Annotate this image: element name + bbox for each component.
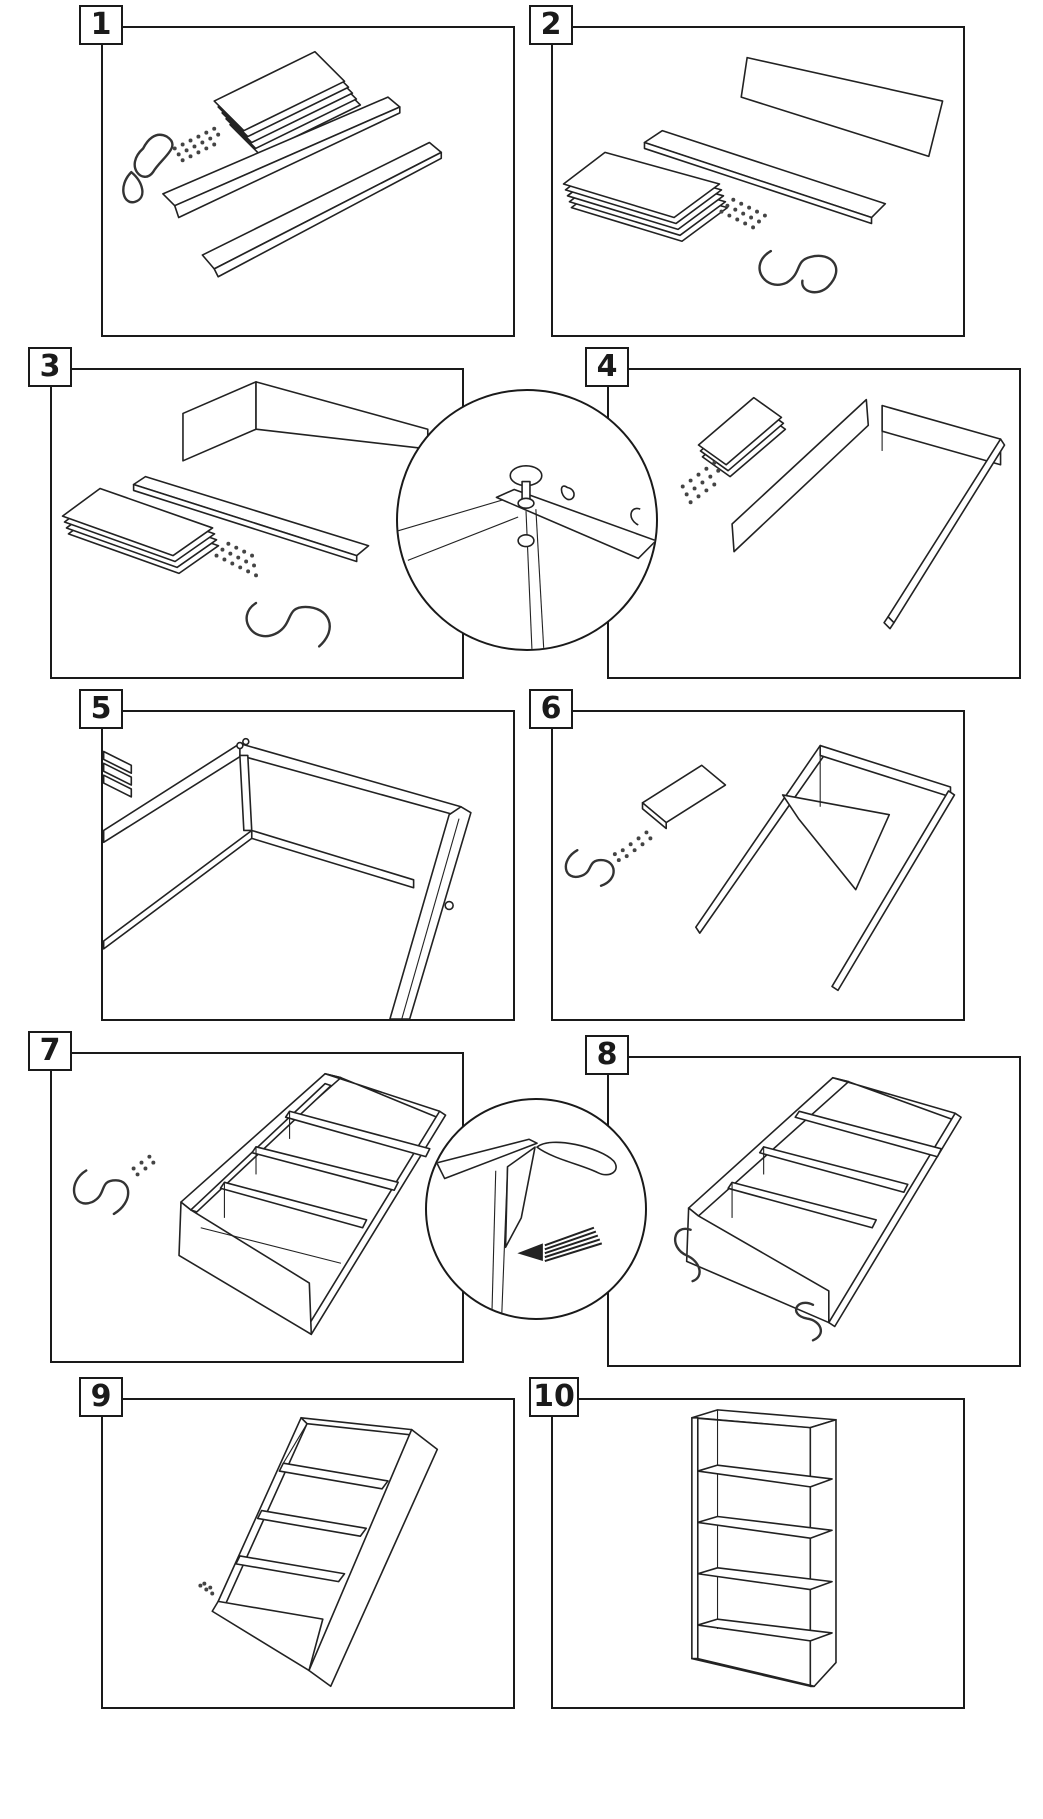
shelf-2 <box>220 1182 366 1227</box>
top-rail-back <box>240 744 461 817</box>
back-panel <box>741 58 942 157</box>
shelf-3 <box>286 1111 430 1156</box>
screw-pile <box>198 1581 215 1596</box>
screw-pile <box>680 460 721 505</box>
screw-pile <box>214 541 258 578</box>
wire-clip-left <box>675 1229 699 1281</box>
shelf-stack <box>63 488 219 573</box>
shelf-1 <box>760 1147 908 1192</box>
step-9-panel <box>101 1398 515 1709</box>
side-panel-right <box>832 791 954 990</box>
bottom-panel <box>687 1208 829 1323</box>
shelf-stack <box>214 52 360 155</box>
step-4-illustration <box>680 370 1019 677</box>
step-number-9: 9 <box>79 1377 123 1417</box>
side-panel-front <box>305 1111 445 1334</box>
end-panel <box>183 382 256 461</box>
step-10-panel <box>551 1398 965 1709</box>
corner-post <box>240 755 252 830</box>
shelf-1 <box>279 1463 388 1489</box>
step-number-1: 1 <box>79 5 123 45</box>
side-panel-left <box>696 746 824 934</box>
detail-zoom-back-panel <box>425 1098 647 1320</box>
middle-shelf <box>783 795 890 890</box>
wire-clip-right <box>796 1303 821 1341</box>
screw-pile <box>612 830 653 863</box>
step-5-illustration <box>103 712 513 1019</box>
step-number-3: 3 <box>28 347 72 387</box>
bottom-shelf <box>212 1601 323 1670</box>
bookcase-left-side <box>692 1418 698 1659</box>
step-6-illustration <box>553 712 963 1019</box>
shelf-stack <box>699 398 786 477</box>
step-5-panel <box>101 710 515 1021</box>
shelf-3 <box>236 1556 345 1582</box>
step-9-illustration <box>198 1400 513 1707</box>
shelf-4 <box>698 1619 832 1641</box>
screw-pile <box>131 1154 156 1177</box>
back-panel <box>882 406 1000 465</box>
step-number-4: 4 <box>585 347 629 387</box>
back-rail <box>820 746 950 797</box>
cam-nut <box>518 535 534 547</box>
detail-zoom-connector <box>396 389 658 651</box>
step-8-illustration <box>609 1058 1019 1365</box>
wire-clips <box>247 603 330 646</box>
bottom-panel <box>179 1202 311 1334</box>
wire-clips <box>566 850 614 886</box>
side-panel-front <box>829 1113 961 1326</box>
step-10-illustration <box>553 1400 963 1707</box>
shelf-1 <box>252 1147 398 1190</box>
connector-detail-illustration <box>398 391 656 649</box>
side-panel-right <box>888 439 1004 623</box>
step-number-5: 5 <box>79 689 123 729</box>
wire-clips <box>123 135 172 202</box>
shelf-3 <box>698 1568 832 1590</box>
side-panel-front <box>390 807 471 1019</box>
push-arrow-icon <box>517 1228 601 1261</box>
shelf-2 <box>698 1516 832 1538</box>
step-2-panel <box>551 26 965 337</box>
step-2-illustration <box>553 28 963 335</box>
back-panel-detail-illustration <box>427 1100 645 1318</box>
step-1-panel <box>101 26 515 337</box>
step-number-8: 8 <box>585 1035 629 1075</box>
shelf-1 <box>698 1465 832 1487</box>
step-7-panel <box>50 1052 464 1363</box>
wire-clips <box>74 1170 128 1213</box>
shelf-stack-edge <box>104 751 132 796</box>
shelf-3 <box>795 1111 941 1156</box>
side-panel <box>309 1430 437 1687</box>
shelf-2 <box>258 1511 367 1537</box>
step-6-panel <box>551 710 965 1021</box>
side-panel-left <box>732 400 868 552</box>
step-4-panel <box>607 368 1021 679</box>
step-1-illustration <box>103 28 513 335</box>
step-7-illustration <box>52 1054 462 1361</box>
step-number-2: 2 <box>529 5 573 45</box>
shelf-2 <box>728 1182 876 1227</box>
step-number-7: 7 <box>28 1031 72 1071</box>
step-8-panel <box>607 1056 1021 1367</box>
top-board <box>301 1418 417 1436</box>
shelf-stack <box>564 152 728 241</box>
bookcase-right-side <box>810 1420 836 1687</box>
bottom-rail <box>252 830 414 887</box>
screw-pile <box>719 197 767 230</box>
shelf-edge <box>437 1139 537 1178</box>
step-3-panel <box>50 368 464 679</box>
wire-clip <box>537 1142 616 1174</box>
step-number-10: 10 <box>529 1377 579 1417</box>
screw-pile <box>172 126 221 163</box>
wire-clips <box>760 251 837 292</box>
step-number-6: 6 <box>529 689 573 729</box>
step-3-illustration <box>52 370 462 677</box>
